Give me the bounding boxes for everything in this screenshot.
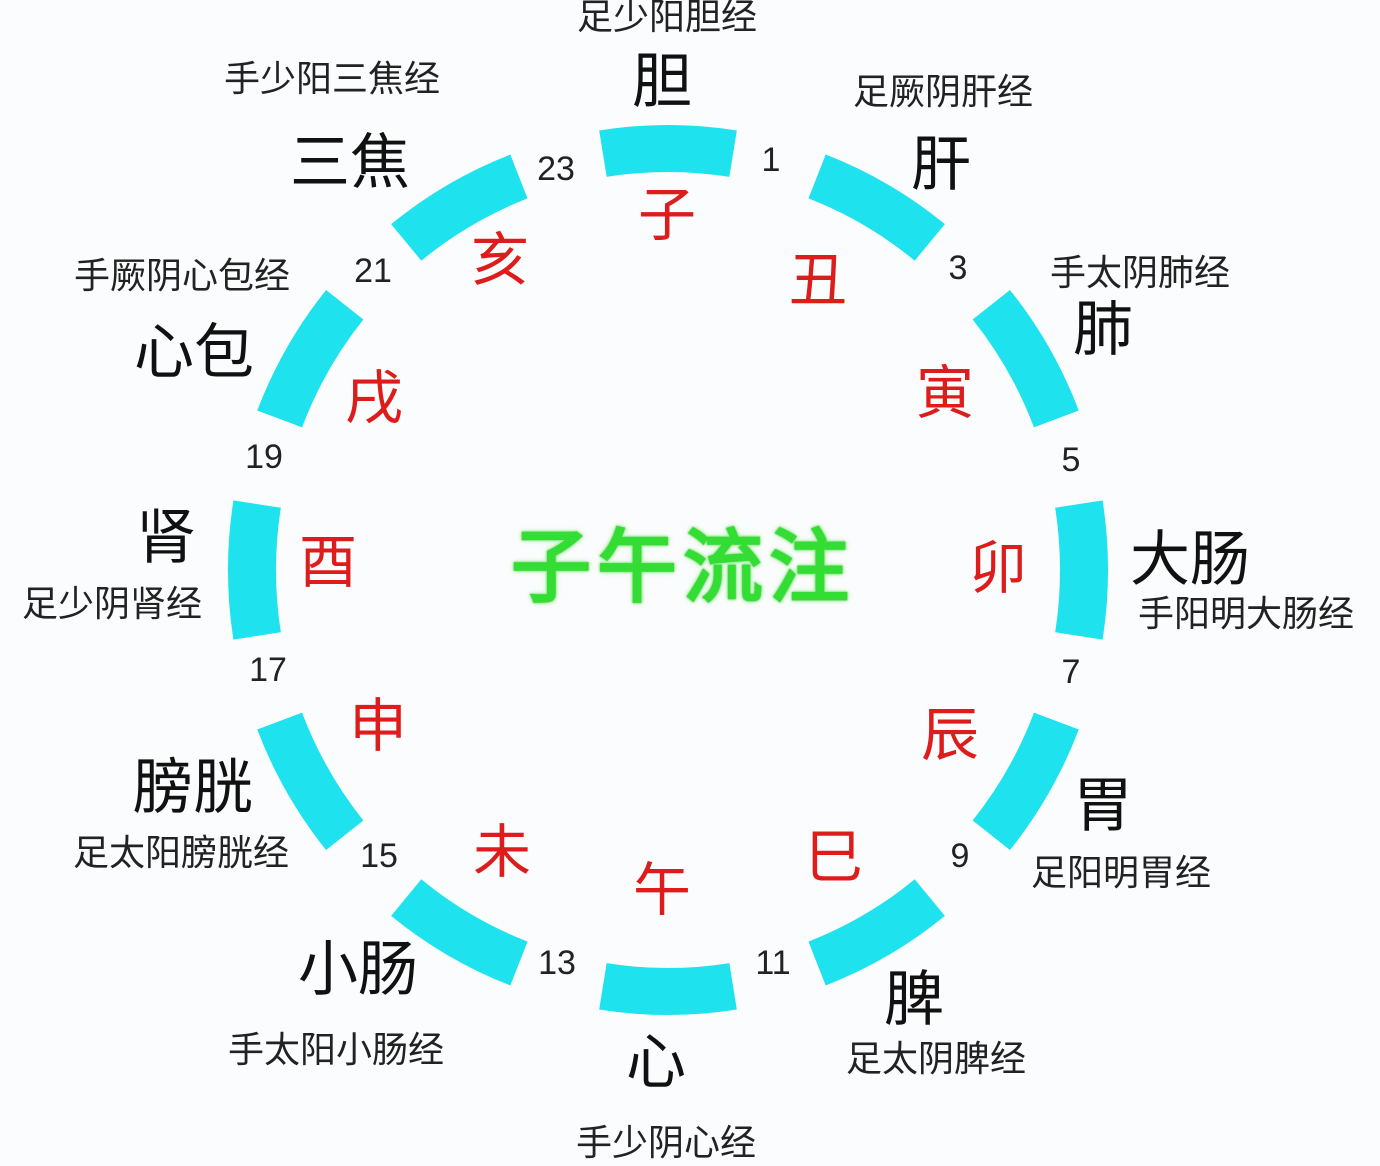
branch-mao: 卯 bbox=[968, 534, 1028, 602]
hour-17: 17 bbox=[249, 651, 287, 689]
meridian-heart: 手少阴心经 bbox=[575, 1123, 757, 1164]
organ-pericardium: 心包 bbox=[134, 318, 254, 388]
organ-bladder: 膀胱 bbox=[133, 753, 253, 823]
ring-segment-午 bbox=[599, 963, 737, 1015]
ring-segment-巳 bbox=[808, 879, 945, 986]
organ-gallbladder: 胆 bbox=[632, 47, 692, 117]
hour-3: 3 bbox=[948, 249, 968, 287]
branch-chen: 辰 bbox=[920, 701, 980, 769]
meridian-gallbladder: 足少阳胆经 bbox=[576, 0, 758, 38]
ring-segment-子 bbox=[599, 125, 737, 177]
hour-7: 7 bbox=[1061, 653, 1081, 691]
branch-hai: 亥 bbox=[470, 226, 530, 294]
hour-23: 23 bbox=[537, 150, 575, 188]
organ-heart: 心 bbox=[626, 1028, 686, 1098]
meridian-kidney: 足少阴肾经 bbox=[21, 584, 203, 625]
ring-segment-辰 bbox=[972, 712, 1079, 851]
ring-segment-申 bbox=[257, 712, 364, 851]
hour-5: 5 bbox=[1061, 441, 1081, 479]
organ-triple-burner: 三焦 bbox=[290, 128, 410, 198]
ring-segment-戌 bbox=[257, 289, 364, 428]
branch-yin: 寅 bbox=[915, 359, 975, 427]
ring-segment-未 bbox=[391, 879, 528, 986]
hour-11: 11 bbox=[755, 944, 791, 982]
meridian-liver: 足厥阴肝经 bbox=[852, 72, 1034, 113]
ring-segment-寅 bbox=[972, 289, 1079, 428]
meridian-pericardium: 手厥阴心包经 bbox=[73, 256, 291, 297]
hour-13: 13 bbox=[538, 944, 576, 982]
organ-lung: 肺 bbox=[1073, 295, 1133, 365]
meridian-triple-burner: 手少阳三焦经 bbox=[223, 59, 441, 100]
hour-19: 19 bbox=[245, 438, 283, 476]
branch-shen: 申 bbox=[348, 692, 408, 760]
meridian-large-intestine: 手阳明大肠经 bbox=[1137, 594, 1355, 635]
branch-chou: 丑 bbox=[788, 246, 848, 314]
organ-liver: 肝 bbox=[911, 130, 971, 200]
ring-segment-丑 bbox=[808, 154, 945, 261]
branch-xu: 戌 bbox=[344, 364, 404, 432]
hour-15: 15 bbox=[360, 837, 398, 875]
organ-spleen: 脾 bbox=[884, 965, 944, 1035]
hour-1: 1 bbox=[761, 141, 781, 179]
ring-segment-亥 bbox=[391, 154, 528, 261]
hour-21: 21 bbox=[354, 252, 392, 290]
hour-9: 9 bbox=[950, 837, 970, 875]
branch-wu: 午 bbox=[632, 856, 692, 924]
branch-wei: 未 bbox=[472, 818, 532, 886]
meridian-spleen: 足太阴脾经 bbox=[845, 1039, 1027, 1080]
organ-kidney: 肾 bbox=[136, 503, 196, 573]
branch-si: 巳 bbox=[804, 823, 864, 891]
branch-you: 酉 bbox=[298, 528, 358, 596]
ring-segment-酉 bbox=[228, 500, 281, 640]
meridian-lung: 手太阴肺经 bbox=[1049, 253, 1231, 294]
organ-stomach: 胃 bbox=[1073, 771, 1133, 841]
diagram-title: 子午流注 bbox=[511, 521, 855, 614]
ring-segment-卯 bbox=[1055, 500, 1108, 640]
organ-small-intestine: 小肠 bbox=[298, 935, 418, 1005]
meridian-stomach: 足阳明胃经 bbox=[1030, 853, 1212, 894]
meridian-small-intestine: 手太阳小肠经 bbox=[227, 1030, 445, 1071]
organ-large-intestine: 大肠 bbox=[1130, 525, 1250, 595]
meridian-bladder: 足太阳膀胱经 bbox=[72, 833, 290, 874]
branch-zi: 子 bbox=[637, 181, 697, 249]
